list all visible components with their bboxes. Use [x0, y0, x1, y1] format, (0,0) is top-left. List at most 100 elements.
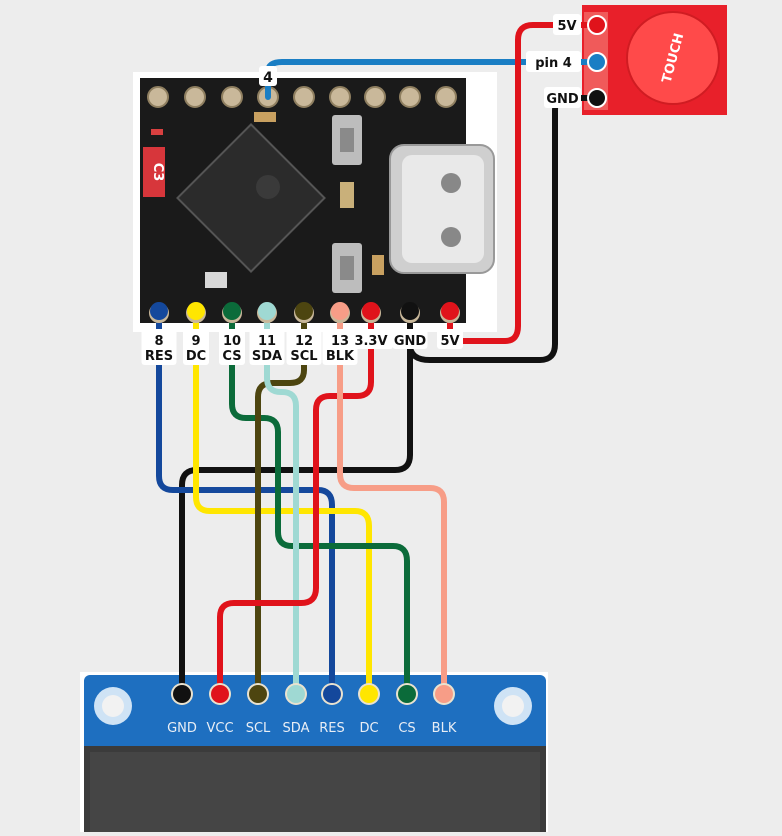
- c3-label: C3: [150, 163, 165, 182]
- mcu-pin-dot: [187, 302, 205, 320]
- wire-cs: [229, 310, 410, 695]
- smd-component: [151, 129, 163, 135]
- touch-pin-dots: [587, 15, 607, 108]
- mcu-board: C3: [133, 72, 497, 332]
- touch-pin-label: pin 4: [535, 56, 572, 71]
- display-pin-label: GND: [167, 721, 197, 736]
- touch-pin-label: GND: [546, 92, 579, 107]
- mcu-pin-label: 12: [295, 334, 313, 349]
- display-module: GND VCC SCL SDA RES DC CS BLK: [80, 672, 548, 836]
- wire-scl: [255, 310, 307, 695]
- smd-component: [254, 112, 276, 122]
- pin4-label-bg: [259, 66, 277, 86]
- mcu-pin-label-bg: [437, 329, 463, 349]
- display-pin-label: SDA: [283, 721, 310, 736]
- mcu-pin-label: 10: [223, 334, 241, 349]
- display-pin-label: BLK: [432, 721, 457, 736]
- wires: [156, 22, 601, 695]
- header-pad: [293, 86, 315, 108]
- led-component: [205, 272, 227, 288]
- esp-chip: [176, 123, 326, 273]
- mcu-pin-label: SCL: [290, 349, 317, 364]
- mcu-pin-label-bg: [183, 329, 209, 365]
- header-pad: [184, 86, 206, 108]
- mcu-pin-label-bg: [392, 329, 428, 349]
- espressif-logo-icon: [256, 175, 280, 199]
- boot-button-cap: [340, 128, 354, 152]
- usb-mount-hole: [441, 173, 461, 193]
- display-pin-labels: GND VCC SCL SDA RES DC CS BLK: [167, 721, 457, 736]
- display-pin-label: SCL: [246, 721, 271, 736]
- mcu-top-header: [147, 86, 457, 108]
- header-pad: [329, 86, 351, 108]
- touch-pin-dot: [587, 52, 607, 72]
- mcu-pin4-label: 4: [259, 66, 277, 86]
- c3-label-badge: [143, 147, 165, 197]
- wire-sda: [264, 310, 299, 695]
- wire-vcc: [217, 310, 374, 695]
- mcu-pin-label: BLK: [326, 349, 355, 364]
- wire-res: [156, 310, 335, 695]
- mount-hole-right-inner: [502, 695, 524, 717]
- touch-pad[interactable]: [626, 11, 720, 105]
- header-pad: [221, 86, 243, 108]
- display-pin-dot: [287, 685, 305, 703]
- display-pin-dots: [171, 683, 455, 705]
- mcu-pin-label: 13: [331, 334, 349, 349]
- usb-mount-hole: [441, 227, 461, 247]
- mcu-pin-label-bg: [219, 329, 245, 365]
- mcu-pin-dot: [401, 302, 419, 320]
- mcu-pin-dot: [295, 302, 313, 320]
- mcu-pin-label-bg: [349, 329, 393, 349]
- display-pin-label: CS: [398, 721, 415, 736]
- touch-pin-dot: [587, 88, 607, 108]
- display-pin-dot: [173, 685, 191, 703]
- touch-pin-label: 5V: [557, 19, 576, 34]
- smd-component: [372, 255, 384, 275]
- display-pin-dot: [249, 685, 267, 703]
- mcu-pin-label: CS: [222, 349, 241, 364]
- header-pad: [364, 86, 386, 108]
- display-pin-dot: [435, 685, 453, 703]
- header-pad: [399, 86, 421, 108]
- mcu-pin-label: SDA: [252, 349, 282, 364]
- mcu-pin-label: 9: [191, 334, 200, 349]
- display-pin-dot: [360, 685, 378, 703]
- touch-pin-dot: [587, 15, 607, 35]
- mcu-pin-dot: [331, 302, 349, 320]
- mount-hole-left-inner: [102, 695, 124, 717]
- pin4-label: 4: [263, 70, 273, 86]
- usb-c-opening: [402, 155, 484, 263]
- wire-dc: [193, 310, 372, 695]
- mcu-pin-label: GND: [394, 334, 427, 349]
- display-pin-label: DC: [359, 721, 378, 736]
- wire-5v: [447, 22, 601, 344]
- mcu-bottom-pin-dots: [149, 302, 460, 323]
- display-glass: [90, 752, 540, 832]
- mcu-pin-label: 8: [154, 334, 163, 349]
- touch-pin-label-bg: [544, 87, 581, 108]
- header-pad: [147, 86, 169, 108]
- mcu-pin-label: 11: [258, 334, 276, 349]
- mcu-pin-label-bg: [286, 329, 322, 365]
- display-pin-dot: [323, 685, 341, 703]
- mcu-pin-dot: [258, 302, 276, 320]
- mcu-pin-label-bg: [322, 329, 358, 365]
- display-pin-dot: [398, 685, 416, 703]
- touch-pin-label-bg: [553, 14, 581, 35]
- touch-pin-label-bg: [526, 51, 581, 72]
- display-pin-label: RES: [319, 721, 345, 736]
- display-pin-label: VCC: [206, 721, 233, 736]
- header-pad: [435, 86, 457, 108]
- mcu-pin-label-bg: [141, 329, 177, 365]
- mcu-pin-label: DC: [186, 349, 206, 364]
- mcu-pin-label: RES: [145, 349, 173, 364]
- mcu-pin-dot: [223, 302, 241, 320]
- mcu-pin-label-bg: [249, 329, 285, 365]
- reset-button-cap: [340, 256, 354, 280]
- touch-pin-labels: 5V pin 4 GND: [526, 14, 581, 108]
- display-pin-dot: [211, 685, 229, 703]
